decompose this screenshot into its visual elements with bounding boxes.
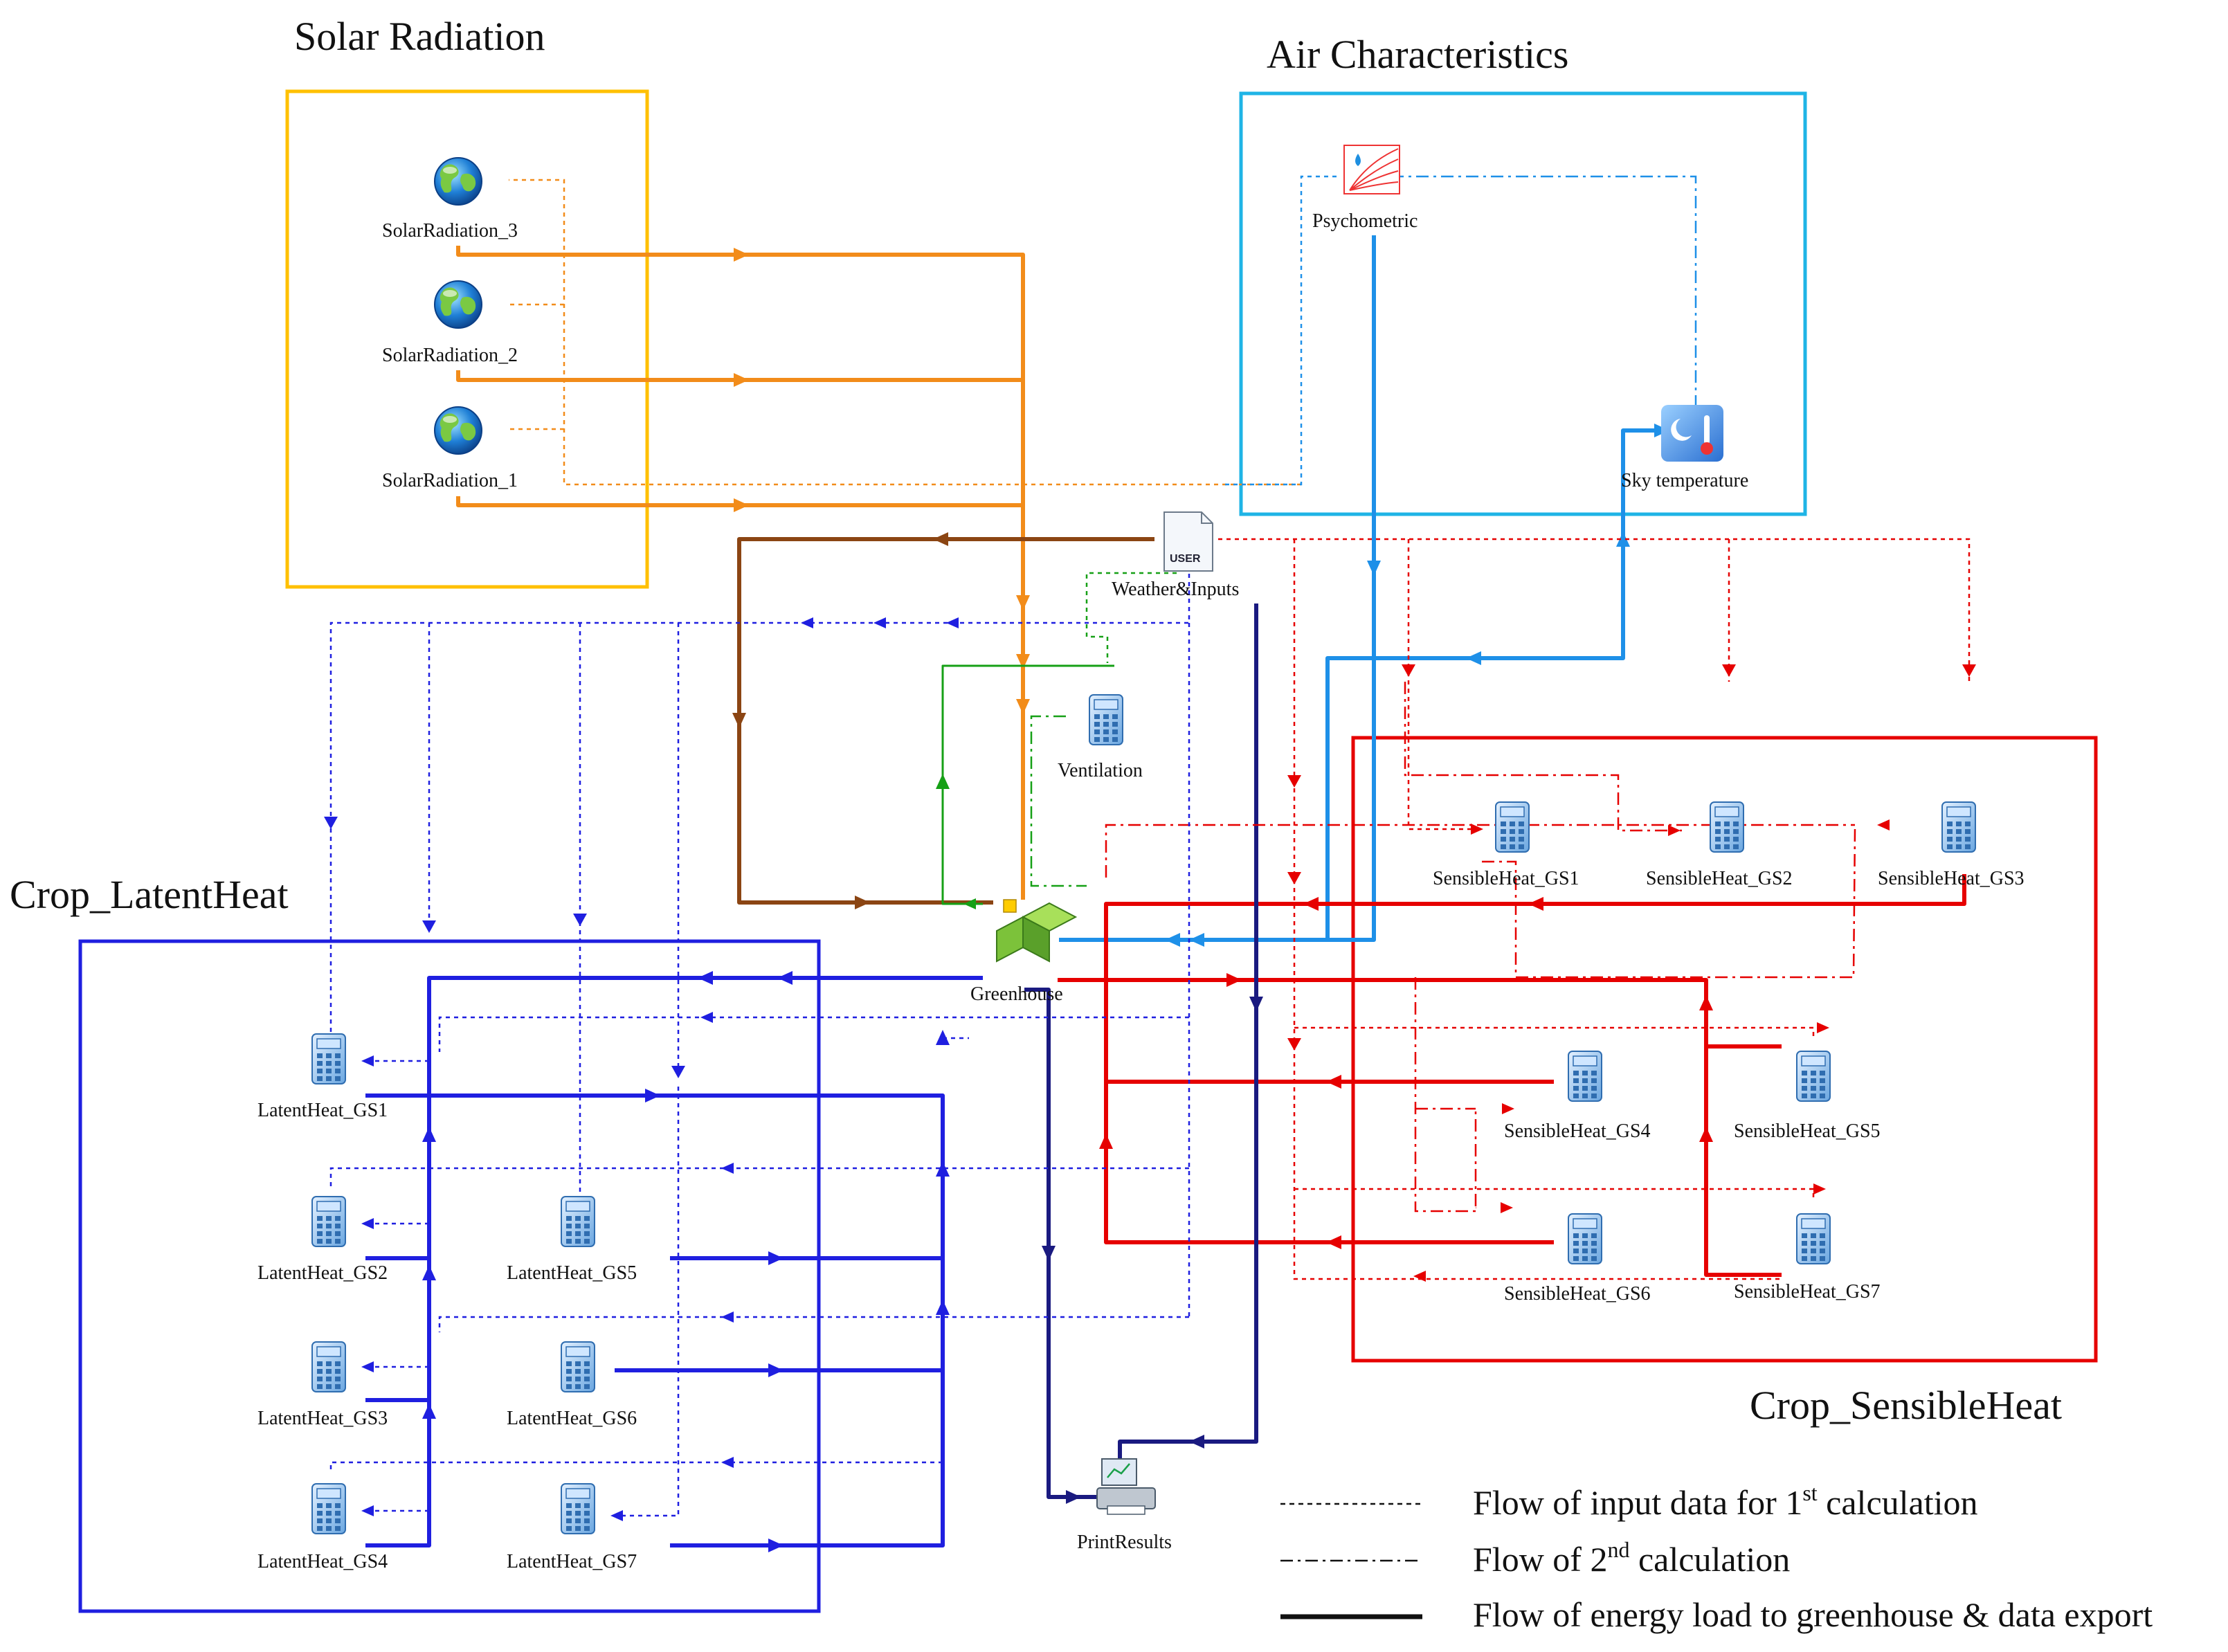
calculator-icon (561, 1341, 595, 1392)
latent-heat-gs6-node[interactable]: LatentHeat_GS6 (507, 1341, 637, 1429)
crop-sensible-heat-title: Crop_SensibleHeat (1750, 1383, 2062, 1428)
weather-to-ventilation-flow (1085, 572, 1177, 663)
greenhouse-node[interactable]: Greenhouse (970, 899, 1078, 1005)
node-label: SensibleHeat_GS2 (1646, 868, 1793, 889)
calculator-icon (1568, 1213, 1602, 1264)
latent-heat-gs1-node[interactable]: LatentHeat_GS1 (257, 1033, 388, 1121)
print-results-node[interactable]: PrintResults (1077, 1458, 1172, 1553)
calculator-icon (561, 1483, 595, 1534)
node-label: LatentHeat_GS4 (257, 1551, 388, 1572)
node-label: LatentHeat_GS3 (257, 1408, 388, 1429)
calculator-icon (1941, 801, 1976, 853)
sensible-heat-gs5-node[interactable]: SensibleHeat_GS5 (1734, 1051, 1881, 1142)
node-label: SensibleHeat_GS1 (1433, 868, 1579, 889)
psychrometric-chart-icon (1343, 145, 1400, 194)
calculator-icon (1495, 801, 1530, 853)
crop-sensible-heat-section (1351, 736, 2098, 1363)
legend: Flow of input data for 1st calculation F… (1280, 1480, 2153, 1634)
node-label: Greenhouse (970, 983, 1063, 1005)
solar-radiation-1-node[interactable]: SolarRadiation_1 (382, 406, 518, 491)
latent-heat-gs3-node[interactable]: LatentHeat_GS3 (257, 1341, 388, 1429)
sensible-heat-gs7-node[interactable]: SensibleHeat_GS7 (1734, 1213, 1881, 1302)
calculator-icon (311, 1196, 346, 1247)
sky-temperature-node[interactable]: Sky temperature (1621, 405, 1748, 491)
node-label: LatentHeat_GS6 (507, 1408, 637, 1429)
node-label: SolarRadiation_1 (382, 470, 518, 491)
solar-input-flow (509, 179, 1301, 486)
node-label: SensibleHeat_GS6 (1504, 1283, 1651, 1305)
air-characteristics-section (1239, 91, 1807, 516)
solar-flow-arrows (734, 248, 1030, 714)
sensible-heat-gs1-node[interactable]: SensibleHeat_GS1 (1433, 801, 1579, 889)
greenhouse-cube-icon (996, 899, 1078, 963)
solar-radiation-3-node[interactable]: SolarRadiation_3 (382, 157, 518, 242)
calculator-icon (561, 1196, 595, 1247)
solar-radiation-2-node[interactable]: SolarRadiation_2 (382, 280, 518, 366)
solar-radiation-title: Solar Radiation (294, 14, 545, 59)
psychometric-node[interactable]: Psychometric (1312, 145, 1418, 232)
calculator-icon (1568, 1051, 1602, 1102)
latent-heat-gs7-node[interactable]: LatentHeat_GS7 (507, 1483, 637, 1572)
sky-temperature-flow (1391, 175, 1697, 408)
air-energy-flow (1059, 235, 1660, 942)
calculator-icon (1796, 1213, 1831, 1264)
node-label: Psychometric (1312, 210, 1418, 232)
node-label: LatentHeat_GS5 (507, 1262, 637, 1284)
latent-heat-gs4-node[interactable]: LatentHeat_GS4 (257, 1483, 388, 1572)
node-label: SolarRadiation_3 (382, 220, 518, 242)
globe-icon (434, 280, 482, 329)
printer-icon (1096, 1458, 1156, 1515)
sensible-data-arrows (1287, 664, 1976, 1282)
sensible-heat-gs6-node[interactable]: SensibleHeat_GS6 (1504, 1213, 1651, 1305)
data-flows (329, 175, 1971, 1517)
globe-icon (434, 406, 482, 455)
solar-radiation-section (285, 89, 649, 589)
legend-second-flow: Flow of 2nd calculation (1473, 1537, 1790, 1579)
node-label: SolarRadiation_2 (382, 345, 518, 366)
user-file-icon: USER (1163, 511, 1213, 572)
calculator-icon (1796, 1051, 1831, 1102)
sensible-second-calc-flow (1105, 682, 1856, 1213)
node-label: SensibleHeat_GS7 (1734, 1281, 1881, 1302)
legend-energy-flow: Flow of energy load to greenhouse & data… (1473, 1595, 2153, 1634)
node-label: LatentHeat_GS7 (507, 1551, 637, 1572)
latent-data-arrows (324, 617, 959, 1521)
weather-to-sensible-flow (1218, 538, 1971, 1280)
node-label: SensibleHeat_GS5 (1734, 1120, 1881, 1142)
calculator-icon (311, 1033, 346, 1084)
ventilation-feedback-flow (1030, 715, 1087, 887)
node-label: LatentHeat_GS1 (257, 1100, 388, 1121)
calculator-icon (1089, 694, 1123, 745)
node-label: PrintResults (1077, 1532, 1172, 1553)
energy-flows (365, 235, 1966, 1552)
node-label: SensibleHeat_GS4 (1504, 1120, 1651, 1142)
weather-inputs-node[interactable]: USER Weather&Inputs (1112, 511, 1239, 600)
calculator-icon (311, 1483, 346, 1534)
node-label: Ventilation (1058, 760, 1143, 781)
crop-latent-heat-title: Crop_LatentHeat (10, 872, 289, 917)
node-label: SensibleHeat_GS3 (1878, 868, 2025, 889)
data-export-flow (1024, 603, 1258, 1499)
node-label: LatentHeat_GS2 (257, 1262, 388, 1284)
user-tag: USER (1170, 553, 1201, 565)
calculator-icon (1710, 801, 1744, 853)
latent-energy-flow (365, 976, 983, 1547)
ventilation-node[interactable]: Ventilation (1058, 694, 1143, 781)
crop-latent-heat-section (78, 939, 821, 1613)
legend-input-flow: Flow of input data for 1st calculation (1473, 1480, 1978, 1522)
sensible-heat-gs3-node[interactable]: SensibleHeat_GS3 (1878, 801, 2025, 889)
thermometer-icon (1661, 405, 1723, 462)
latent-heat-gs5-node[interactable]: LatentHeat_GS5 (507, 1196, 637, 1284)
sensible-heat-gs4-node[interactable]: SensibleHeat_GS4 (1504, 1051, 1651, 1142)
calculator-icon (311, 1341, 346, 1392)
node-label: Sky temperature (1621, 470, 1748, 491)
latent-heat-gs2-node[interactable]: LatentHeat_GS2 (257, 1196, 388, 1284)
node-label: Weather&Inputs (1112, 579, 1239, 600)
globe-icon (434, 157, 482, 206)
air-characteristics-title: Air Characteristics (1267, 32, 1568, 77)
sensible-heat-gs2-node[interactable]: SensibleHeat_GS2 (1646, 801, 1793, 889)
